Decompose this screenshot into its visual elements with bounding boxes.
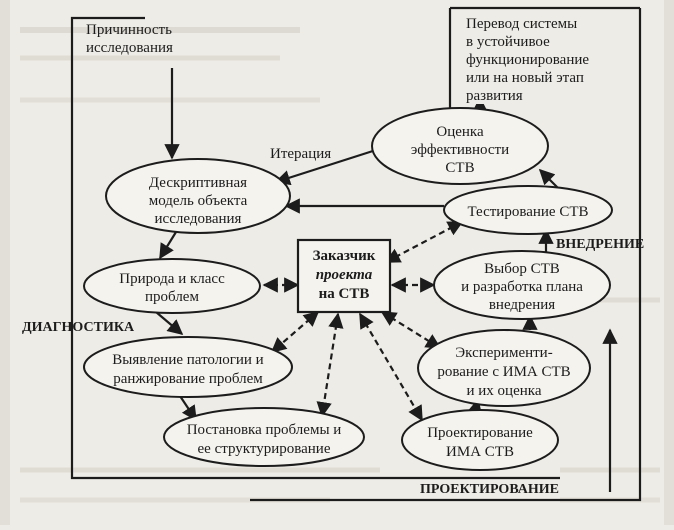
- experiment-line-3: и их оценка: [467, 383, 542, 399]
- transfer-line-5: развития: [466, 88, 523, 104]
- arrow-iteration: [274, 148, 377, 186]
- selection-line-3: внедрения: [489, 297, 555, 313]
- dashed-connectors: [262, 221, 464, 422]
- statement-line-1: Постановка проблемы и: [187, 422, 342, 438]
- center-line-2: проекта: [316, 267, 373, 283]
- model-line-2: модель объекта: [149, 193, 248, 209]
- node-statement: [163, 407, 365, 467]
- transfer-line-2: в устойчивое: [466, 34, 550, 50]
- evaluation-line-3: СТВ: [445, 160, 474, 176]
- selection-line-1: Выбор СТВ: [484, 261, 560, 277]
- node-pathology: [83, 336, 293, 398]
- design-line-2: ИМА СТВ: [446, 444, 514, 460]
- statement-line-2: ее структурирование: [198, 441, 331, 457]
- transfer-line-4: или на новый этап: [466, 70, 584, 86]
- arrow-model-to-nature: [159, 231, 177, 260]
- node-design: [401, 409, 559, 471]
- experiment-line-1: Эксперименти-: [455, 345, 552, 361]
- phase-diagnostics: ДИАГНОСТИКА: [22, 320, 135, 335]
- arrow-left-loop: [70, 16, 560, 480]
- evaluation-line-1: Оценка: [436, 124, 484, 140]
- node-selection: [433, 250, 611, 320]
- dash-center-experiment: [380, 311, 442, 349]
- design-line-1: Проектирование: [427, 425, 533, 441]
- center-box: [296, 238, 392, 314]
- experiment-line-2: рование с ИМА СТВ: [437, 364, 570, 380]
- center-line-3: на СТВ: [319, 286, 370, 302]
- transfer-line-3: функционирование: [466, 52, 589, 68]
- transfer-line-1: Перевод системы: [466, 16, 577, 32]
- dash-center-design: [359, 312, 423, 422]
- selection-line-2: и разработка плана: [461, 279, 583, 295]
- iteration-label: Итерация: [270, 146, 331, 162]
- model-line-3: исследования: [155, 211, 242, 227]
- top-right-box: [458, 12, 600, 104]
- dash-center-pathology: [270, 310, 320, 354]
- node-experiment: [417, 329, 591, 407]
- node-nature-class: [83, 258, 261, 314]
- pathology-line-2: ранжирование проблем: [113, 371, 263, 387]
- cause-label-line-1: Причинность: [86, 22, 172, 38]
- node-testing: [443, 185, 613, 235]
- evaluation-line-2: эффективности: [411, 142, 509, 158]
- node-descriptive-model: [105, 158, 291, 234]
- dash-center-testing: [384, 221, 464, 263]
- model-line-1: Дескриптивная: [149, 175, 247, 191]
- nature-line-2: проблем: [145, 289, 199, 305]
- pathology-line-1: Выявление патологии и: [112, 352, 263, 368]
- node-evaluation: [371, 107, 549, 185]
- arrow-nature-to-pathology: [155, 311, 184, 335]
- arrow-right-vertical-2: [250, 8, 642, 502]
- dash-center-statement: [316, 312, 344, 418]
- nature-line-1: Природа и класс: [119, 271, 225, 287]
- phase-implementation: ВНЕДРЕНИЕ: [556, 237, 644, 252]
- phase-design: ПРОЕКТИРОВАНИЕ: [420, 482, 559, 497]
- cause-label-line-2: исследования: [86, 40, 173, 56]
- testing-label: Тестирование СТВ: [467, 204, 588, 220]
- process-nodes: [83, 107, 613, 471]
- center-line-1: Заказчик: [313, 248, 376, 264]
